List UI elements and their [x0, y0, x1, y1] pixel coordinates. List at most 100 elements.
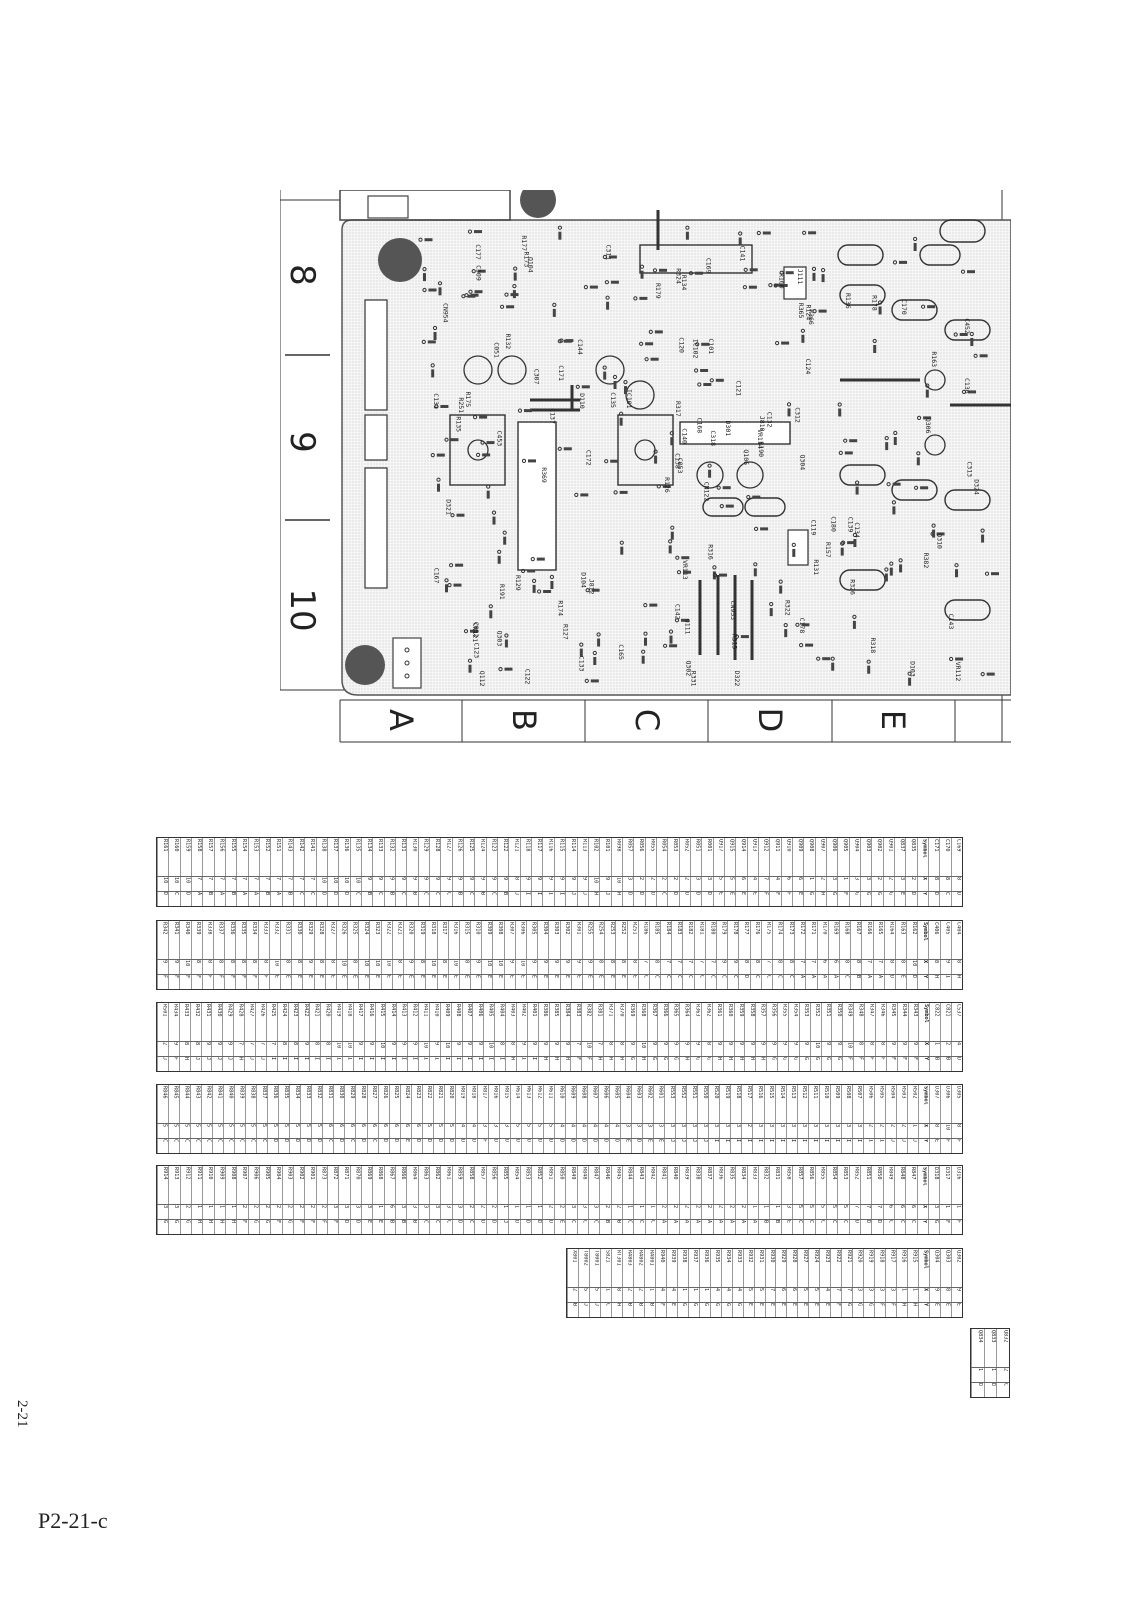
pcb-component-label: C170 [900, 299, 908, 315]
table-cell: Q302 [955, 1250, 962, 1263]
table-cell: D [853, 1220, 860, 1224]
table-gridline [212, 1085, 214, 1153]
table-cell: D [456, 1220, 463, 1224]
pcb-part-body [581, 385, 590, 389]
pcb-part-body [654, 455, 658, 464]
table-cell: 5 [271, 1124, 278, 1128]
table-cell: R907 [241, 1167, 248, 1180]
table-cell: E [657, 1139, 664, 1143]
table-gridline [816, 921, 818, 989]
table-cell: 9 [365, 877, 372, 881]
table-cell: R605 [613, 1086, 620, 1099]
table-gridline [668, 1003, 670, 1071]
pcb-pad [773, 283, 778, 288]
table-cell: 8 [239, 960, 246, 964]
table-gridline [839, 921, 840, 989]
table-cell: R118 [524, 839, 531, 852]
table-cell: 9 [531, 1042, 538, 1046]
table-cell: C [843, 975, 850, 979]
pcb-pad [500, 304, 505, 309]
table-gridline [798, 1003, 800, 1071]
table-cell: Q835 [910, 839, 917, 852]
table-cell: R351 [824, 1004, 831, 1017]
pcb-pad [612, 374, 618, 380]
table-gridline [429, 1166, 431, 1234]
table-cell: D [492, 1139, 499, 1143]
table-cell: C [796, 1220, 803, 1224]
table-cell: R428 [237, 1004, 244, 1017]
table-gridline [268, 921, 270, 989]
table-cell: F [774, 892, 781, 896]
table-cell: R142 [297, 839, 304, 852]
table-cell: 2 [694, 1205, 701, 1209]
table-cell: R857 [479, 1167, 486, 1180]
table-cell: 3 [889, 1288, 896, 1292]
table-cell: I [535, 892, 542, 896]
table-cell: 3 [864, 877, 871, 881]
table-gridline [537, 921, 539, 989]
table-cell: R853 [524, 1167, 531, 1180]
table-cell: R332 [273, 922, 280, 935]
pcb-pad [652, 268, 658, 273]
table-cell: F [901, 1057, 908, 1061]
pcb-part-body [847, 541, 856, 545]
table-cell: C [490, 892, 497, 896]
table-cell: G [286, 1220, 293, 1224]
table-gridline [548, 1003, 550, 1071]
table-cell: R833 [751, 1167, 758, 1180]
table-cell: C [445, 1220, 452, 1224]
table-gridline [503, 921, 505, 989]
table-cell: 8 [955, 1124, 962, 1128]
table-cell: R055 [649, 839, 656, 852]
table-cell: I [498, 1057, 505, 1061]
table-cell: R854 [513, 1167, 520, 1180]
table-cell: 2 [309, 1205, 316, 1209]
table-cell: 4 [736, 1288, 743, 1292]
table-cell: 9 [890, 1042, 897, 1046]
table-gridline [848, 838, 850, 906]
table-cell: C [227, 1139, 234, 1143]
table-cell: B [626, 1303, 633, 1307]
table-gridline [613, 1003, 615, 1071]
table-cell: B [571, 1303, 578, 1307]
table-gridline [733, 1003, 735, 1071]
table-cell: D [547, 1220, 554, 1224]
table-gridline [358, 921, 360, 989]
pcb-component-label: R136 [844, 293, 852, 309]
table-cell: G [650, 1057, 657, 1061]
grid-col-label-c: C [628, 708, 666, 732]
table-gridline [635, 1003, 637, 1071]
table-cell: F [785, 892, 792, 896]
table-gridline [819, 1249, 821, 1317]
table-cell: 8 [932, 877, 939, 881]
table-cell: R135 [354, 839, 361, 852]
table-gridline [179, 921, 181, 989]
table-cell: 8 [615, 1288, 622, 1292]
table-gridline [774, 1085, 776, 1153]
pcb-part-body [550, 581, 554, 589]
pcb-component-label: J810 [758, 416, 766, 432]
table-gridline [259, 1166, 261, 1234]
pcb-pad [670, 525, 675, 530]
table-cell: R909 [218, 1167, 225, 1180]
table-gridline [918, 1249, 920, 1317]
table-cell: 3 [503, 1124, 510, 1128]
pcb-component-label: C119 [809, 520, 817, 536]
table-gridline [451, 1166, 453, 1234]
table-cell: 3 [445, 1205, 452, 1209]
table-gridline [763, 1085, 765, 1153]
table-cell: D [320, 892, 327, 896]
table-cell: C [664, 975, 671, 979]
table-cell: 8 [318, 960, 325, 964]
table-cell: R929 [779, 1250, 786, 1263]
pcb-pad [884, 567, 889, 572]
table-cell: B [365, 892, 372, 896]
table-cell: R183 [675, 922, 682, 935]
table-cell: 2 [626, 1288, 633, 1292]
table-cell: 4 [725, 1288, 732, 1292]
table-gridline [593, 921, 595, 989]
table-cell: D [282, 1139, 289, 1143]
table-cell: C [910, 1220, 917, 1224]
table-gridline [872, 921, 874, 989]
table-gridline [508, 1166, 510, 1234]
